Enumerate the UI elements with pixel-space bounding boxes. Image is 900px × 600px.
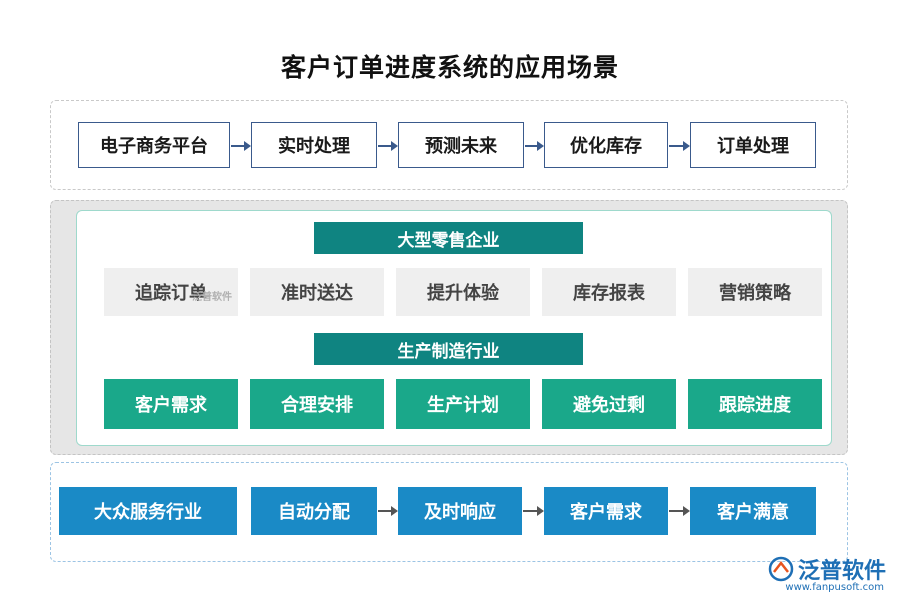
arrow-icon	[231, 141, 251, 151]
manufacturing-item: 生产计划	[396, 379, 530, 429]
retail-item: 营销策略	[688, 268, 822, 316]
flow-box-customer-demand: 客户需求	[544, 487, 668, 535]
manufacturing-item: 客户需求	[104, 379, 238, 429]
retail-item: 提升体验	[396, 268, 530, 316]
logo-text: 泛普软件	[797, 559, 886, 584]
manufacturing-item: 避免过剩	[542, 379, 676, 429]
arrow-icon	[523, 506, 544, 516]
manufacturing-item: 合理安排	[250, 379, 384, 429]
flow-box-auto-assign: 自动分配	[251, 487, 377, 535]
manufacturing-banner: 生产制造行业	[314, 333, 583, 365]
retail-item: 追踪订单	[104, 268, 238, 316]
flow-box-customer-satisfaction: 客户满意	[690, 487, 816, 535]
arrow-icon	[525, 141, 544, 151]
manufacturing-item: 跟踪进度	[688, 379, 822, 429]
retail-item: 库存报表	[542, 268, 676, 316]
logo-site: www.fanpusoft.com	[785, 582, 884, 593]
brand-logo: 泛普软件	[768, 553, 886, 585]
flow-box-optimize-stock: 优化库存	[544, 122, 668, 168]
service-panel	[50, 462, 848, 562]
ecommerce-panel	[50, 100, 848, 190]
watermark: 泛普软件	[192, 292, 232, 303]
arrow-icon	[669, 141, 690, 151]
retail-item: 准时送达	[250, 268, 384, 316]
page-title: 客户订单进度系统的应用场景	[280, 53, 619, 82]
arrow-icon	[378, 141, 398, 151]
logo-icon	[768, 556, 794, 582]
flow-box-timely-response: 及时响应	[398, 487, 522, 535]
retail-banner: 大型零售企业	[314, 222, 583, 254]
arrow-icon	[669, 506, 690, 516]
flow-box-realtime: 实时处理	[251, 122, 377, 168]
flow-box-predict: 预测未来	[398, 122, 524, 168]
flow-box-order-processing: 订单处理	[690, 122, 816, 168]
flow-box-ecommerce-platform: 电子商务平台	[78, 122, 230, 168]
arrow-icon	[378, 506, 398, 516]
flow-box-service-industry: 大众服务行业	[59, 487, 237, 535]
